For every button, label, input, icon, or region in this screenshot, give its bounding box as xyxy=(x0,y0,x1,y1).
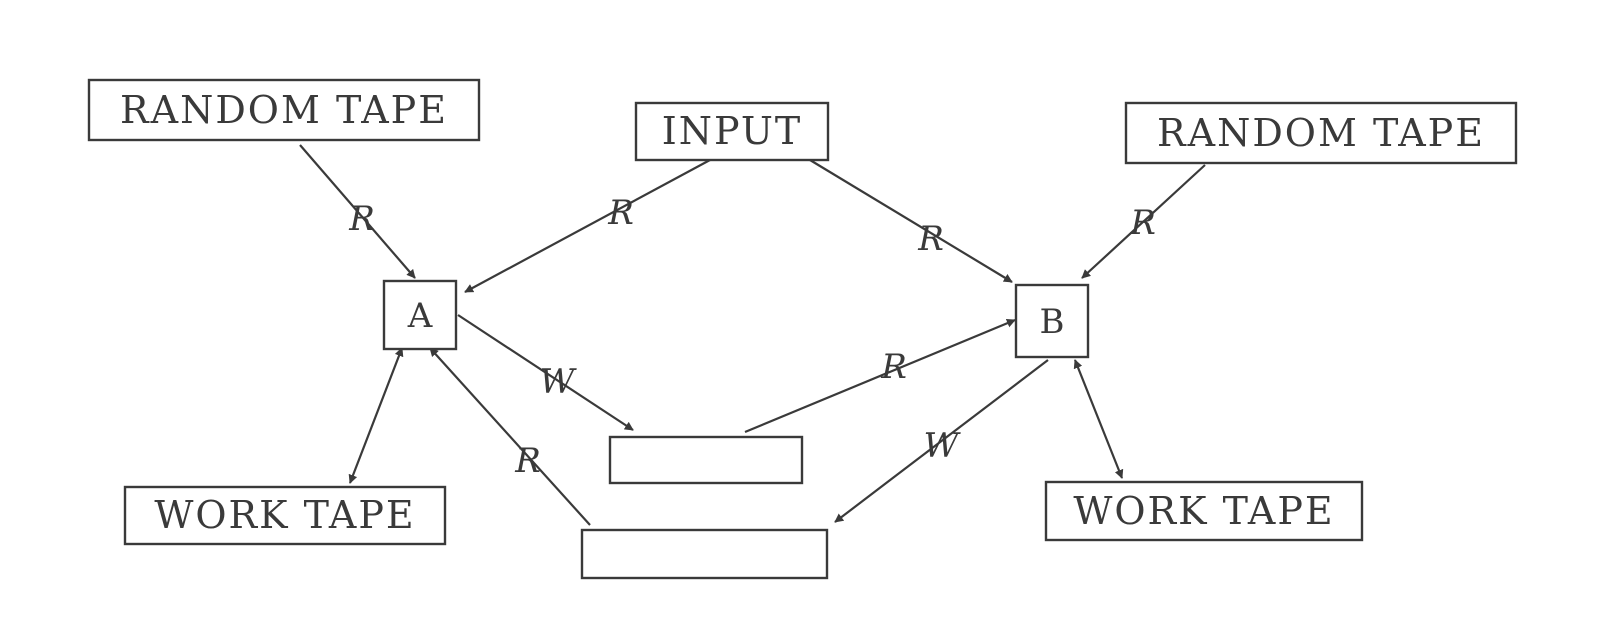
machine-b-label: B xyxy=(1040,302,1065,342)
edge-label-b-to-comm2: W xyxy=(924,426,962,466)
edge-input-to-a xyxy=(464,159,711,293)
communication-tape-b-to-a xyxy=(580,528,829,580)
communication-tape-a-to-b xyxy=(608,435,804,485)
work-tape-b: WORK TAPE xyxy=(1044,480,1364,542)
edge-comm2-to-a xyxy=(429,347,591,526)
edge-b-to-comm2 xyxy=(834,359,1049,523)
edge-random-b-to-b xyxy=(1081,164,1206,279)
input-tape: INPUT xyxy=(634,101,830,162)
machine-a-label: A xyxy=(407,296,433,336)
random-tape-b: RANDOM TAPE xyxy=(1124,101,1518,165)
edge-random-a-to-a xyxy=(299,144,416,279)
edge-a-work-tape xyxy=(348,347,404,484)
edge-label-comm2-to-a: R xyxy=(514,441,541,481)
edge-label-a-to-comm1: W xyxy=(540,362,578,402)
machine-b: B xyxy=(1014,283,1090,359)
edge-label-input-a: R xyxy=(607,193,634,233)
random-tape-a: RANDOM TAPE xyxy=(87,78,481,142)
work-tape-b-label: WORK TAPE xyxy=(1073,489,1334,533)
input-tape-label: INPUT xyxy=(662,109,803,153)
random-tape-a-label: RANDOM TAPE xyxy=(120,88,448,132)
edge-label-random-a: R xyxy=(348,199,375,239)
edge-label-random-b: R xyxy=(1129,203,1156,243)
edge-b-work-tape xyxy=(1073,359,1124,479)
edge-input-to-b xyxy=(809,159,1013,283)
edge-label-input-b: R xyxy=(917,219,944,259)
work-tape-a: WORK TAPE xyxy=(123,485,447,546)
edge-label-comm1-to-b: R xyxy=(880,347,907,387)
edge-comm1-to-b xyxy=(744,318,1016,434)
random-tape-b-label: RANDOM TAPE xyxy=(1157,111,1485,155)
edge-a-to-comm1 xyxy=(457,314,634,431)
machine-a: A xyxy=(382,279,458,351)
work-tape-a-label: WORK TAPE xyxy=(154,493,415,537)
